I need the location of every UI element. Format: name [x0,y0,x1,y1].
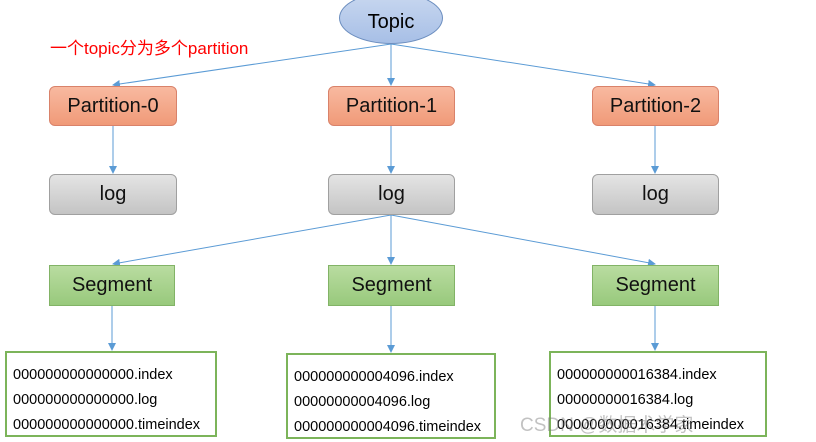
segment-2-node: Segment [592,265,719,306]
arrow-log-segment-0 [112,214,392,267]
diagram-caption: 一个topic分为多个partition [50,39,249,58]
log-0-node: log [49,174,177,215]
segment-1-files: 000000000004096.index 00000000004096.log… [286,353,496,439]
file-timeindex: 000000000000000.timeindex [13,417,201,433]
file-timeindex: 000000000004096.timeindex [294,419,482,435]
partition-1-node: Partition-1 [328,86,455,126]
file-index: 000000000016384.index [557,367,717,383]
watermark: CSDN @数据术学家 [520,415,694,436]
file-index: 000000000004096.index [294,369,454,385]
segment-2-files: 000000000016384.index 00000000016384.log… [549,351,767,437]
file-timeindex: 000000000016384.timeindex [557,417,745,433]
file-index: 000000000000000.index [13,367,173,383]
segment-1-node: Segment [328,265,455,306]
topic-node: Topic [339,0,443,44]
segment-0-files: 000000000000000.index 000000000000000.lo… [5,351,217,437]
file-log: 000000000000000.log [13,392,158,408]
file-log: 00000000004096.log [294,394,431,410]
log-1-node: log [328,174,455,215]
segment-0-node: Segment [49,265,175,306]
log-2-node: log [592,174,719,215]
file-log: 00000000016384.log [557,392,694,408]
arrow-topic-partition-0 [112,43,392,88]
partition-0-node: Partition-0 [49,86,177,126]
arrow-log-segment-2 [390,214,656,267]
partition-2-node: Partition-2 [592,86,719,126]
arrow-topic-partition-2 [390,43,656,88]
